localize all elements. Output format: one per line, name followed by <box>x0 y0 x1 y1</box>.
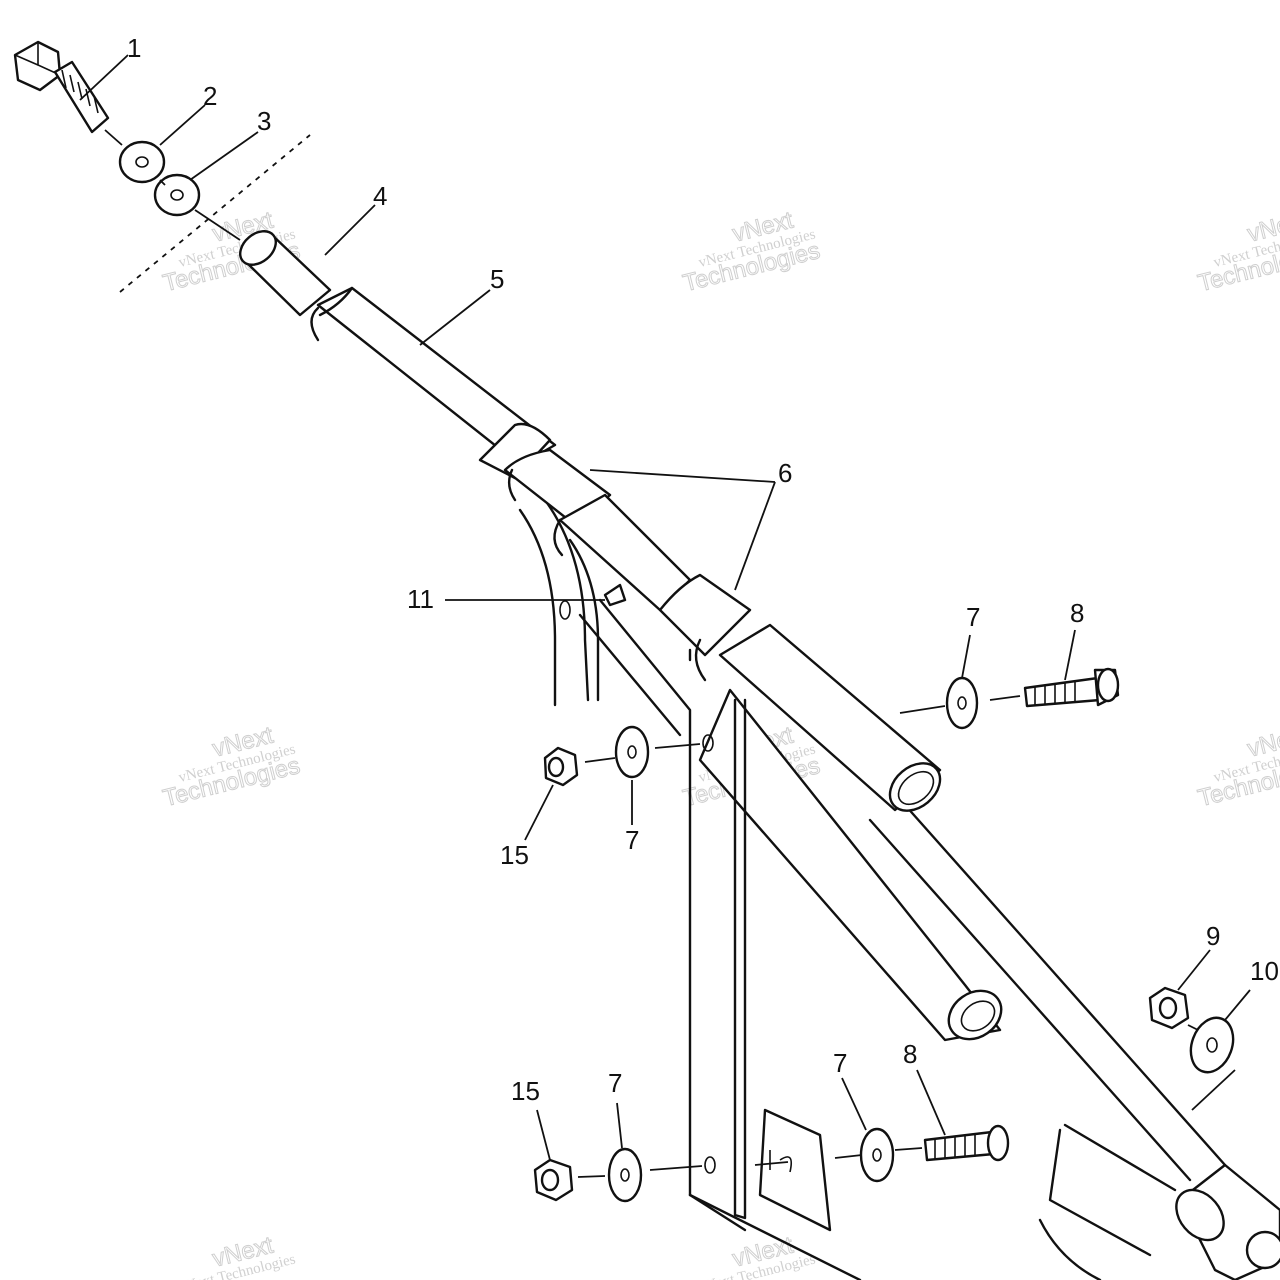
callout-7: 7 <box>966 602 980 632</box>
callout-7: 7 <box>833 1048 847 1078</box>
grease-fitting <box>603 583 627 607</box>
callout-7: 7 <box>625 825 639 855</box>
callout-8: 8 <box>903 1039 917 1069</box>
watermark: vNext vNext Technologies Technologies <box>160 721 303 813</box>
watermark: vNext vNext Technologies Technologies <box>1195 721 1280 813</box>
callout-1: 1 <box>127 33 141 63</box>
washer <box>859 1127 895 1183</box>
washer <box>118 140 166 184</box>
watermark: vNext vNext Technologies <box>697 1231 817 1280</box>
hex-nut <box>1148 986 1190 1030</box>
callout-10: 10 <box>1250 956 1279 986</box>
callout-3: 3 <box>257 106 271 136</box>
watermark: vNext vNext Technologies Technologies <box>1195 206 1280 298</box>
flange-bolt <box>923 1124 1010 1162</box>
flange-bolt <box>1023 667 1120 708</box>
callout-15: 15 <box>500 840 529 870</box>
hex-nut <box>533 1158 574 1202</box>
callout-7: 7 <box>608 1068 622 1098</box>
hex-nut <box>543 746 579 787</box>
cross-tube <box>239 230 1280 1280</box>
callout-15: 15 <box>511 1076 540 1106</box>
washer <box>614 725 650 779</box>
watermark: vNext vNext Technologies Technologies <box>680 206 823 298</box>
washer <box>607 1147 643 1203</box>
callout-4: 4 <box>373 181 387 211</box>
callout-2: 2 <box>203 81 217 111</box>
hex-bolt <box>13 40 110 134</box>
callout-6: 6 <box>778 458 792 488</box>
leader-lines <box>79 54 1251 1161</box>
frame-brackets <box>518 498 1227 1280</box>
fasteners <box>13 40 1236 1203</box>
washer <box>153 173 201 217</box>
callout-labels: 1 2 3 4 5 6 11 7 8 7 15 7 9 10 15 7 7 8 <box>127 33 1279 1106</box>
washer <box>1189 1016 1235 1074</box>
callout-11: 11 <box>407 584 434 614</box>
callout-8: 8 <box>1070 598 1084 628</box>
callout-5: 5 <box>490 264 504 294</box>
callout-9: 9 <box>1206 921 1220 951</box>
watermark: vNext vNext Technologies <box>177 1231 297 1280</box>
washer <box>945 676 979 730</box>
